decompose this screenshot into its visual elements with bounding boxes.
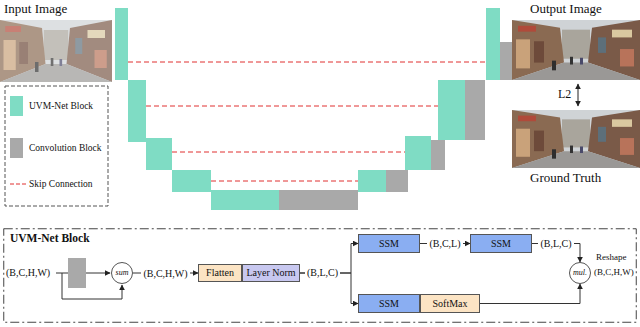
uvm-block [128, 80, 146, 142]
softmax-box: SoftMax [420, 294, 480, 313]
legend-swatch [10, 138, 23, 158]
node-label: mul. [573, 269, 587, 277]
conv-block [431, 140, 445, 170]
skip-connections [128, 62, 486, 181]
node-label: SSM [379, 299, 399, 309]
legend-label: Convolution Block [29, 143, 102, 153]
legend-dash [10, 184, 28, 185]
mul-operator: mul. [569, 262, 591, 284]
tensor-shape: (B,C,L) [427, 238, 462, 249]
uvm-block [405, 136, 431, 170]
legend-label: Skip Connection [29, 179, 93, 189]
conv-block [386, 170, 408, 192]
ssm-box: SSM [470, 234, 532, 253]
legend-swatch [10, 96, 23, 116]
node-label: Layer Norm [246, 268, 295, 278]
node-label: SoftMax [433, 299, 468, 309]
skip-line [211, 181, 358, 182]
uvm-block [486, 8, 500, 80]
skip-line [128, 62, 486, 63]
flatten-box: Flatten [198, 264, 242, 282]
operation-label: Reshape [596, 253, 627, 263]
ssm-box: SSM [358, 294, 420, 313]
tensor-shape: (B,C,H,W) [141, 268, 189, 279]
uvm-block [172, 170, 211, 192]
tensor-shape: (B,C,H,W) [594, 268, 634, 278]
tensor-shape: (B,C,H,W) [6, 267, 50, 278]
ground-truth-photo [512, 110, 640, 168]
image-caption: Input Image [4, 2, 67, 16]
legend-entry: Skip Connection [10, 178, 93, 190]
panel-border [4, 229, 637, 323]
panel-title: UVM-Net Block [10, 233, 90, 245]
output-photo [512, 20, 640, 80]
loss-label: L2 [558, 88, 571, 101]
input-photo [0, 20, 112, 82]
conv-block [279, 190, 358, 210]
legend-label: UVM-Net Block [29, 101, 93, 111]
unet-blocks [115, 8, 512, 210]
conv-block [68, 258, 86, 288]
tensor-shape: (B,L,C) [305, 267, 340, 278]
loss-arrow [578, 84, 579, 106]
conv-to-sum-line [86, 273, 110, 274]
connector [480, 284, 580, 304]
uvm-block [211, 190, 279, 210]
tensor-shape: (B,L,C) [538, 238, 573, 249]
legend-frame [5, 86, 108, 206]
node-label: SSM [379, 239, 399, 249]
uvm-block [115, 8, 128, 80]
node-label: sum [116, 269, 129, 277]
sum-operator: sum [111, 262, 133, 284]
legend-line-sample [10, 181, 28, 187]
layernorm-box: Layer Norm [242, 264, 300, 282]
skip-line [146, 106, 438, 107]
legend-entry: UVM-Net Block [10, 95, 93, 117]
ssm-box: SSM [358, 234, 420, 253]
node-label: SSM [491, 239, 511, 249]
image-caption: Output Image [530, 2, 602, 16]
image-caption: Ground Truth [530, 171, 601, 185]
conv-block [500, 42, 512, 80]
legend-entry: Convolution Block [10, 137, 102, 159]
node-label: Flatten [206, 268, 234, 278]
skip-line [172, 152, 405, 153]
uvm-block [358, 170, 386, 192]
uvm-block [146, 138, 172, 170]
haze-overlay [0, 20, 112, 82]
conv-block [465, 80, 485, 140]
uvm-block [438, 80, 465, 140]
